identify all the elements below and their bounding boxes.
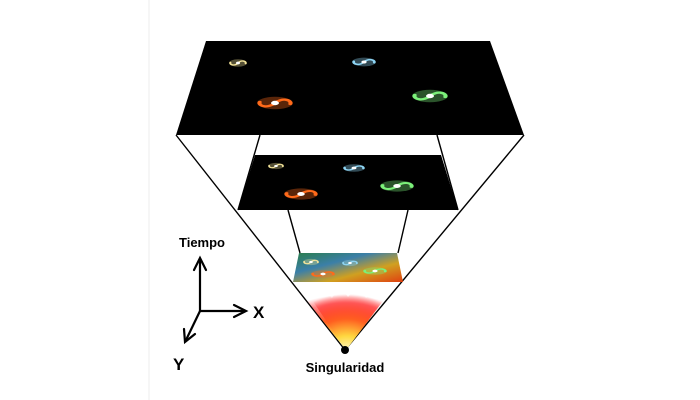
galaxy-spiral-icon <box>257 97 293 109</box>
x-axis-label: X <box>253 303 265 322</box>
layer-panel <box>238 155 458 210</box>
cone-link-right-lower <box>397 209 409 254</box>
big-bang-glow <box>300 290 390 350</box>
y-axis-line <box>184 309 202 342</box>
galaxy-spiral-icon <box>343 164 365 171</box>
y-axis-arrowhead <box>182 327 197 345</box>
y-axis-label: Y <box>173 355 185 374</box>
time-axis-label: Tiempo <box>179 235 225 250</box>
axes <box>182 255 249 345</box>
cone-edge-left-outer <box>175 134 346 351</box>
galaxy-spiral-icon <box>412 90 448 102</box>
layer-early-hot-universe <box>293 253 403 282</box>
singularity-label: Singularidad <box>306 360 385 375</box>
galaxy-spiral-icon <box>352 58 376 67</box>
x-axis-arrowhead <box>232 303 249 319</box>
galaxy-spiral-icon <box>363 267 387 274</box>
cone-edge-right-outer <box>344 134 525 351</box>
cone-link-left-upper <box>237 134 261 211</box>
galaxy-spiral-icon <box>268 163 284 169</box>
galaxy-spiral-icon <box>229 59 247 66</box>
singularity-point <box>341 346 349 354</box>
layer-earlier-universe <box>238 155 458 210</box>
expansion-cone <box>175 134 525 351</box>
time-axis-arrowhead <box>192 255 208 272</box>
layer-panel <box>176 41 524 135</box>
galaxy-spiral-icon <box>342 260 358 266</box>
galaxy-spiral-icon <box>284 188 318 199</box>
layer-present-universe <box>176 41 524 135</box>
cone-link-right-upper <box>436 134 459 211</box>
cone-link-left-lower <box>287 209 301 254</box>
galaxy-spiral-icon <box>303 259 319 265</box>
galaxy-spiral-icon <box>380 180 414 191</box>
layer-panel <box>293 253 403 282</box>
galaxy-spiral-icon <box>311 270 335 277</box>
